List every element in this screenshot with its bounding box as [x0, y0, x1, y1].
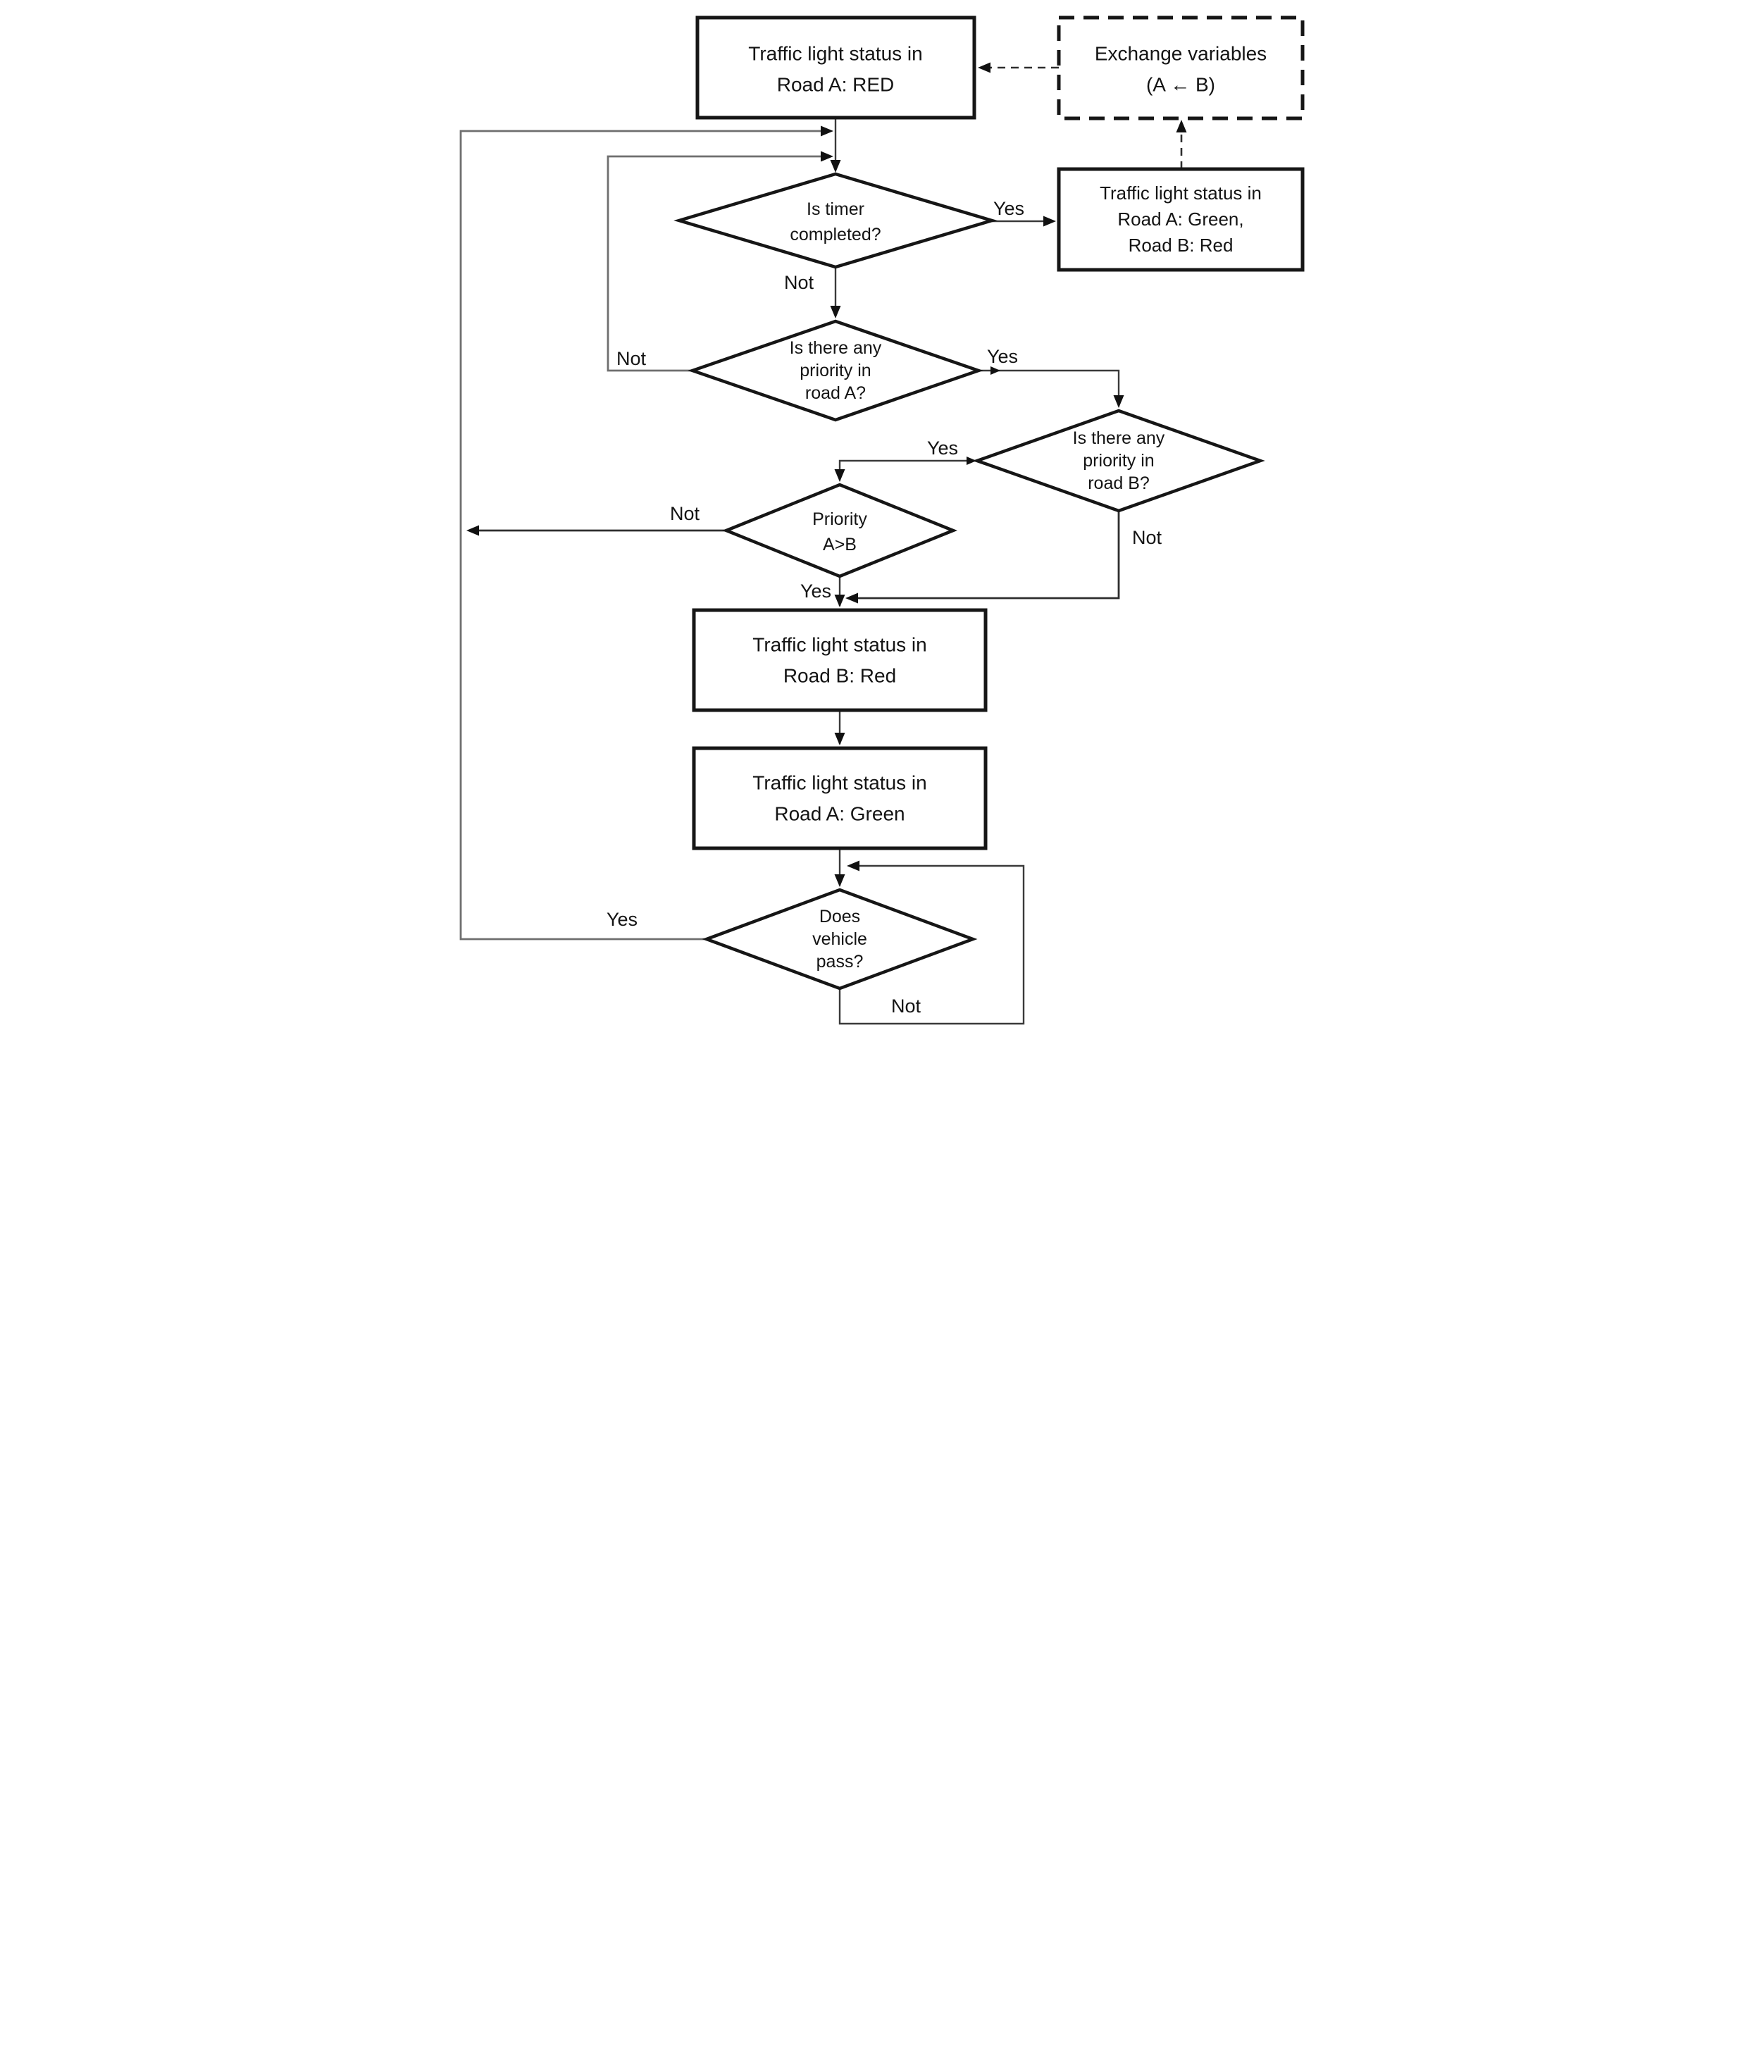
arrowhead-down-icon	[1113, 395, 1124, 408]
label-timer-yes: Yes	[993, 198, 1024, 219]
node-road-b-red-line2: Road B: Red	[783, 665, 896, 687]
node-priority-b-line3: road B?	[1088, 473, 1150, 493]
node-exchange-line1: Exchange variables	[1095, 43, 1267, 65]
edge-outer-loop	[459, 125, 833, 941]
arrowhead-down-icon	[834, 874, 845, 887]
node-priority-a-line1: Is there any	[790, 338, 882, 358]
node-vehicle-line3: pass?	[816, 952, 864, 972]
label-priority-b-not: Not	[1132, 527, 1162, 548]
arrowhead-left-icon	[845, 593, 858, 604]
arrowhead-right-icon	[821, 125, 833, 137]
arrowhead-right-icon	[1043, 216, 1056, 227]
node-priority-compare-line1: Priority	[812, 509, 867, 529]
node-road-b-red-line1: Traffic light status in	[752, 634, 926, 656]
edge-road-a-green-to-vehicle-pass	[834, 848, 845, 887]
label-vehicle-yes: Yes	[607, 909, 638, 930]
arrowhead-down-icon	[834, 469, 845, 482]
node-road-a-green-line2: Road A: Green	[774, 803, 905, 825]
arrowhead-left-icon	[847, 860, 859, 871]
arrowhead-left-icon	[978, 62, 990, 73]
edge-priority-a-yes	[979, 366, 1124, 408]
arrowhead-left-icon	[466, 525, 479, 536]
label-priority-compare-yes: Yes	[800, 581, 831, 602]
arrowhead-up-icon	[1176, 120, 1187, 132]
node-road-a-green-b-red: Traffic light status in Road A: Green, R…	[1057, 167, 1305, 272]
edge-timer-not	[830, 267, 841, 318]
node-priority-road-b-decision: Is there any priority in road B?	[972, 409, 1265, 513]
edge-timer-yes	[992, 216, 1056, 227]
node-vehicle-line2: vehicle	[812, 929, 867, 949]
node-vehicle-line1: Does	[819, 907, 860, 926]
traffic-light-flowchart: Traffic light status in Road A: RED Exch…	[459, 15, 1305, 1025]
node-priority-a-line2: priority in	[800, 361, 871, 380]
edge-road-b-red-to-road-a-green	[834, 710, 845, 745]
edge-priority-b-not	[845, 511, 1120, 604]
node-road-a-green: Traffic light status in Road A: Green	[692, 746, 988, 850]
node-road-a-red: Traffic light status in Road A: RED	[695, 15, 976, 120]
edge-exchange-to-road-a-red	[978, 62, 1059, 73]
edge-priority-compare-not	[466, 525, 726, 536]
edge-vehicle-not-loop	[838, 860, 1025, 1025]
node-priority-road-a-decision: Is there any priority in road A?	[688, 319, 983, 422]
label-priority-b-yes: Yes	[927, 438, 958, 459]
arrowhead-down-icon	[830, 160, 841, 173]
node-vehicle-pass-decision: Does vehicle pass?	[702, 888, 978, 991]
node-priority-compare-decision: Priority A>B	[721, 483, 958, 578]
edge-priority-b-yes	[834, 457, 977, 482]
label-timer-not: Not	[784, 272, 814, 293]
node-road-a-red-line2: Road A: RED	[777, 74, 895, 96]
label-priority-compare-not: Not	[670, 503, 700, 524]
edge-greenredbox-to-exchange	[1176, 120, 1187, 169]
node-greenred-line2: Road A: Green,	[1117, 209, 1243, 230]
label-vehicle-not: Not	[891, 995, 921, 1017]
edge-priority-compare-yes	[834, 576, 845, 607]
arrowhead-down-icon	[830, 306, 841, 318]
arrowhead-down-icon	[834, 595, 845, 607]
label-priority-a-not: Not	[616, 348, 647, 369]
node-exchange-variables: Exchange variables (A ← B)	[1057, 15, 1305, 120]
node-timer-decision: Is timer completed?	[673, 172, 998, 269]
label-priority-a-yes: Yes	[987, 346, 1018, 367]
node-priority-compare-line2: A>B	[823, 535, 857, 554]
node-greenred-line3: Road B: Red	[1129, 235, 1234, 256]
node-timer-line2: completed?	[790, 225, 881, 244]
node-priority-b-line2: priority in	[1083, 451, 1154, 471]
edge-inner-loop	[607, 151, 833, 372]
arrowhead-right-icon	[821, 151, 833, 162]
node-road-b-red: Traffic light status in Road B: Red	[692, 608, 988, 712]
edge-road-a-red-to-timer	[830, 118, 841, 173]
node-road-a-green-line1: Traffic light status in	[752, 772, 926, 794]
node-priority-b-line1: Is there any	[1073, 428, 1165, 448]
node-road-a-red-line1: Traffic light status in	[748, 43, 922, 65]
arrowhead-down-icon	[834, 733, 845, 745]
arrowhead-right-icon	[967, 457, 976, 465]
arrowhead-right-icon	[990, 366, 1000, 375]
flowchart-canvas: Traffic light status in Road A: RED Exch…	[441, 0, 1323, 1036]
node-greenred-line1: Traffic light status in	[1100, 182, 1262, 204]
node-priority-a-line3: road A?	[805, 383, 866, 403]
node-timer-line1: Is timer	[807, 199, 864, 219]
node-exchange-line2: (A ← B)	[1146, 74, 1215, 96]
